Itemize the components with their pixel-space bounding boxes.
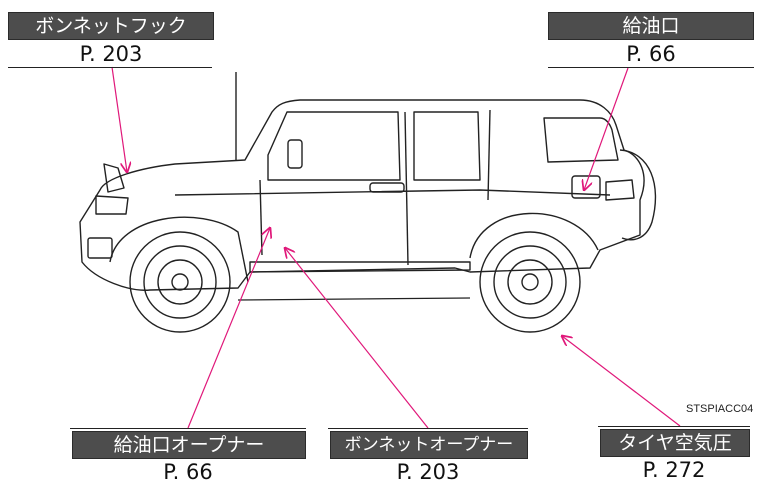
leader-hood-hook [111, 66, 127, 172]
rear-wheel [479, 231, 581, 333]
hood-opener-label: ボンネットオープナー [330, 431, 528, 459]
fuel-opener-page-ref: P. 66 [163, 460, 213, 484]
front-wheel [129, 231, 231, 333]
hood-hook-label: ボンネットフック [8, 12, 214, 40]
leader-fuel-opener [187, 228, 270, 429]
fuel-opener-label: 給油口オープナー [72, 431, 306, 459]
ground-line [237, 297, 471, 301]
hood-hook-page-ref: P. 203 [79, 42, 143, 66]
tire-rule [598, 426, 750, 427]
leader-hood-opener [285, 248, 429, 429]
hood-opener-page-ref: P. 203 [396, 460, 460, 484]
hood-opener-rule [328, 428, 528, 429]
image-code: STSPIACC04 [686, 403, 754, 415]
fuel-door-label: 給油口 [548, 12, 754, 40]
fuel-door-rule [548, 67, 754, 68]
leader-fuel-door [584, 67, 629, 190]
tire-label: タイヤ空気圧 [600, 429, 750, 457]
leader-tire [562, 336, 681, 427]
fuel-opener-rule [70, 428, 306, 429]
hood-hook-rule [8, 67, 212, 68]
fuel-door-page-ref: P. 66 [626, 42, 676, 66]
car-outline [79, 72, 657, 291]
tire-page-ref: P. 272 [642, 458, 706, 482]
